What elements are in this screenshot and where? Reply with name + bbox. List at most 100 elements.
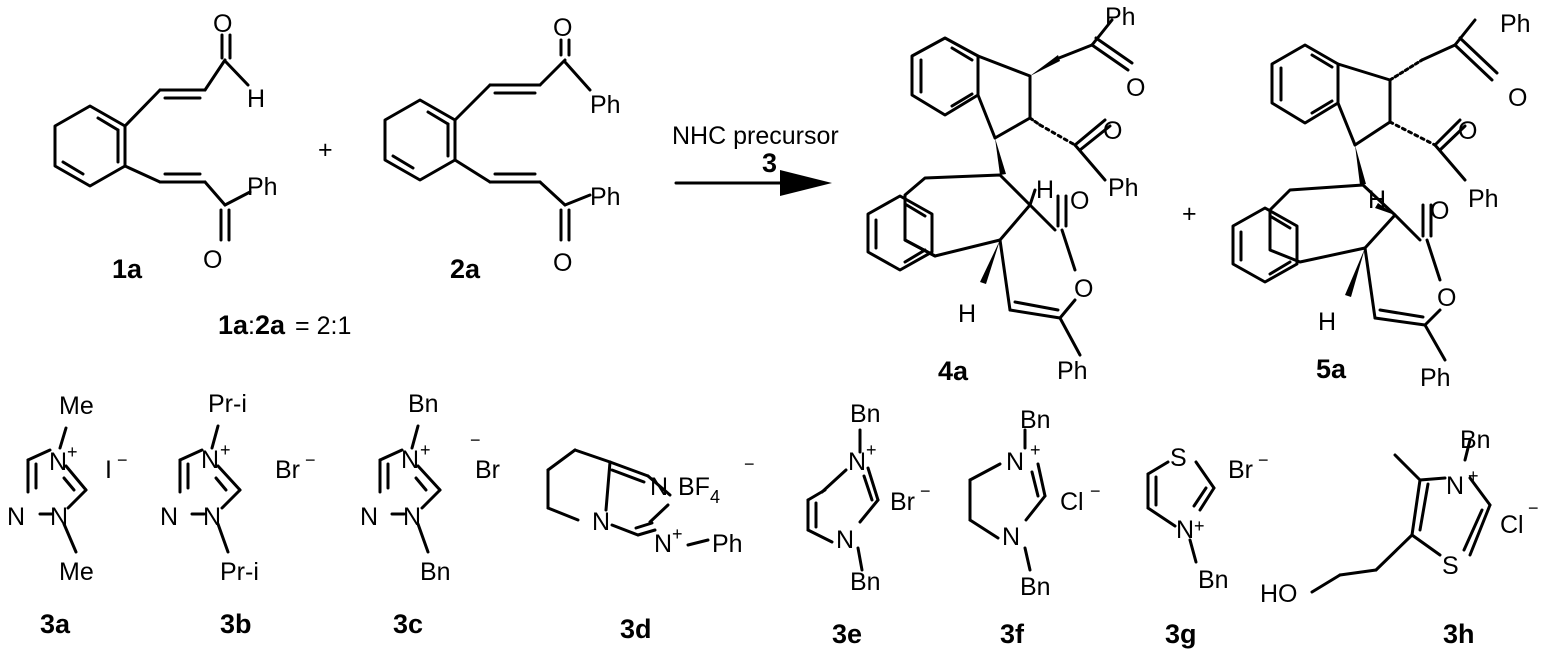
atom-O: O <box>1458 117 1477 145</box>
charge-minus: − <box>744 454 755 474</box>
atom-O: O <box>1437 284 1456 312</box>
reagent-label: NHC precursor <box>672 122 839 150</box>
ratio-colon: : <box>248 312 255 340</box>
atom-S: S <box>1170 444 1187 472</box>
ratio-2a: 2a <box>255 310 286 340</box>
atom-N: N <box>203 503 221 531</box>
atom-I: I <box>105 456 112 484</box>
atom-N: N <box>201 446 219 474</box>
charge-plus: + <box>1194 516 1205 536</box>
atom-N: N <box>160 503 178 531</box>
ratio-line: 1a:2a = 2:1 <box>218 310 351 340</box>
label-3g: 3g <box>1165 619 1197 649</box>
atom-Pr-i: Pr-i <box>220 558 259 586</box>
atom-Ph: Ph <box>590 91 621 119</box>
label-4a: 4a <box>938 356 969 386</box>
atom-N: N <box>1006 448 1024 476</box>
atom-H: H <box>1036 176 1054 204</box>
atom-S: S <box>1442 552 1459 580</box>
atom-N: N <box>654 530 672 558</box>
compound-3d-structure <box>546 448 672 537</box>
atom-Cl: Cl <box>1060 488 1084 516</box>
charge-plus: + <box>220 440 231 460</box>
atom-N: N <box>49 448 67 476</box>
charge-minus: − <box>1090 481 1101 501</box>
atom-Bn: Bn <box>1460 426 1491 454</box>
reagent-number: 3 <box>762 148 777 178</box>
charge-plus: + <box>420 440 431 460</box>
charge-plus: + <box>866 440 877 460</box>
compound-3c-structure <box>378 424 442 554</box>
plus-sign: + <box>318 136 333 164</box>
label-3e: 3e <box>832 619 862 649</box>
atom-H: H <box>247 85 265 113</box>
subscript-4: 4 <box>710 487 720 507</box>
charge-minus: − <box>1528 498 1539 518</box>
atom-N: N <box>50 503 68 531</box>
atom-N: N <box>403 503 421 531</box>
atom-Ph: Ph <box>1108 174 1139 202</box>
compound-3e-structure <box>806 428 880 572</box>
charge-minus: − <box>470 430 481 450</box>
atom-O: O <box>1103 117 1122 145</box>
compound-3g-structure <box>1146 460 1216 564</box>
atom-Br: Br <box>1228 456 1253 484</box>
label-2a: 2a <box>450 254 481 284</box>
compound-2a-structure <box>383 38 592 242</box>
ratio-1a: 1a <box>218 310 249 340</box>
atom-N: N <box>592 508 610 536</box>
atom-Bn: Bn <box>850 400 881 428</box>
charge-minus: − <box>920 481 931 501</box>
atom-Br: Br <box>890 488 915 516</box>
atom-H: H <box>1368 186 1386 214</box>
label-5a: 5a <box>1316 354 1347 384</box>
compound-3b-structure <box>178 424 242 554</box>
atom-O: O <box>203 246 222 274</box>
atom-N: N <box>7 503 25 531</box>
atom-O: O <box>553 14 572 42</box>
atom-O: O <box>1508 84 1527 112</box>
atom-HO: HO <box>1260 580 1298 608</box>
atom-Bn: Bn <box>1198 566 1229 594</box>
charge-plus: + <box>67 442 78 462</box>
charge-plus: + <box>672 524 683 544</box>
atom-Ph: Ph <box>1468 185 1499 213</box>
atom-O: O <box>553 249 572 277</box>
atom-Bn: Bn <box>850 568 881 596</box>
atom-BF: BF <box>678 473 710 501</box>
label-3d: 3d <box>620 614 652 644</box>
atom-Br: Br <box>475 456 500 484</box>
label-3a: 3a <box>40 609 71 639</box>
atom-O: O <box>1074 275 1093 303</box>
atom-N: N <box>401 446 419 474</box>
atom-BF4: BF4 <box>678 473 720 507</box>
atom-Me: Me <box>59 392 94 420</box>
atom-Me: Me <box>59 558 94 586</box>
atom-Br: Br <box>275 456 300 484</box>
charge-minus: − <box>1258 450 1269 470</box>
atom-Cl: Cl <box>1500 511 1524 539</box>
atom-N: N <box>836 526 854 554</box>
compound-5a-structure <box>1231 18 1499 362</box>
atom-O: O <box>213 10 232 38</box>
atom-Ph: Ph <box>1420 364 1451 392</box>
compound-1a-structure <box>53 33 252 242</box>
compound-4a-structure <box>866 18 1134 357</box>
compound-3h-structure <box>1310 438 1492 594</box>
atom-N: N <box>1002 523 1020 551</box>
atom-N: N <box>1446 472 1464 500</box>
ratio-value: = 2:1 <box>295 312 351 340</box>
label-3c: 3c <box>393 609 423 639</box>
atom-Ph: Ph <box>1105 3 1136 31</box>
atom-N: N <box>360 503 378 531</box>
atom-Bn: Bn <box>1020 573 1051 601</box>
charge-plus: + <box>1030 440 1041 460</box>
reaction-arrow <box>674 170 832 196</box>
label-3b: 3b <box>220 609 252 639</box>
atom-O: O <box>1126 74 1145 102</box>
atom-Bn: Bn <box>1020 406 1051 434</box>
charge-minus: − <box>117 450 128 470</box>
atom-Ph: Ph <box>712 530 743 558</box>
atom-Bn: Bn <box>420 558 451 586</box>
